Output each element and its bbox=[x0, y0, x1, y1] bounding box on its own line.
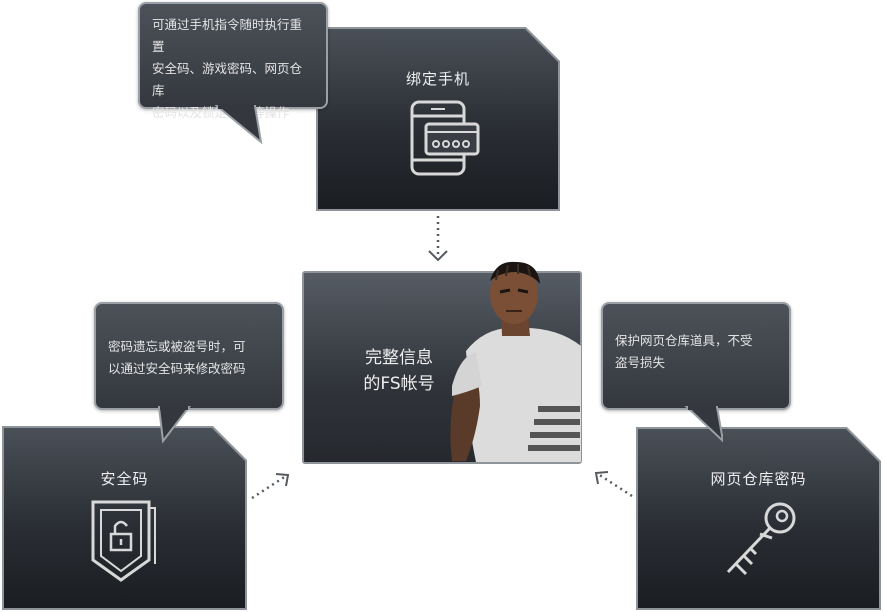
center-title-line2: 的FS帐号 bbox=[363, 374, 435, 394]
tooltip-tail bbox=[157, 406, 192, 444]
center-title-line1: 完整信息 bbox=[365, 348, 433, 368]
tooltip-tail bbox=[215, 105, 263, 144]
shield-lock-icon bbox=[91, 500, 156, 582]
arrow-up-right-icon bbox=[251, 473, 290, 500]
tooltip-line: 密码遗忘或被盗号时，可 bbox=[108, 339, 246, 354]
security-code-title: 安全码 bbox=[100, 470, 149, 488]
arrow-up-left-icon bbox=[594, 471, 633, 498]
bind-phone-title: 绑定手机 bbox=[405, 70, 470, 88]
bind-phone-tooltip: 可通过手机指令随时执行重置 安全码、游戏密码、网页仓库 密码以及锁定账号等操作 bbox=[138, 2, 328, 120]
tooltip-line: 保护网页仓库道具，不受 bbox=[615, 333, 753, 348]
web-storage-tooltip: 保护网页仓库道具，不受 盗号损失 bbox=[601, 302, 791, 410]
web-storage-password-title: 网页仓库密码 bbox=[710, 470, 807, 488]
tooltip-tail bbox=[684, 406, 723, 443]
tooltip-line: 安全码、游戏密码、网页仓库 bbox=[152, 61, 303, 98]
key-icon bbox=[726, 502, 796, 576]
arrow-down-icon bbox=[428, 216, 448, 262]
tooltip-line: 可通过手机指令随时执行重置 bbox=[152, 17, 303, 54]
tooltip-line: 以通过安全码来修改密码 bbox=[108, 361, 246, 376]
character-portrait bbox=[450, 261, 581, 462]
phone-card-icon bbox=[410, 100, 480, 176]
security-code-tooltip: 密码遗忘或被盗号时，可 以通过安全码来修改密码 bbox=[94, 302, 284, 410]
tooltip-line: 盗号损失 bbox=[615, 355, 666, 370]
